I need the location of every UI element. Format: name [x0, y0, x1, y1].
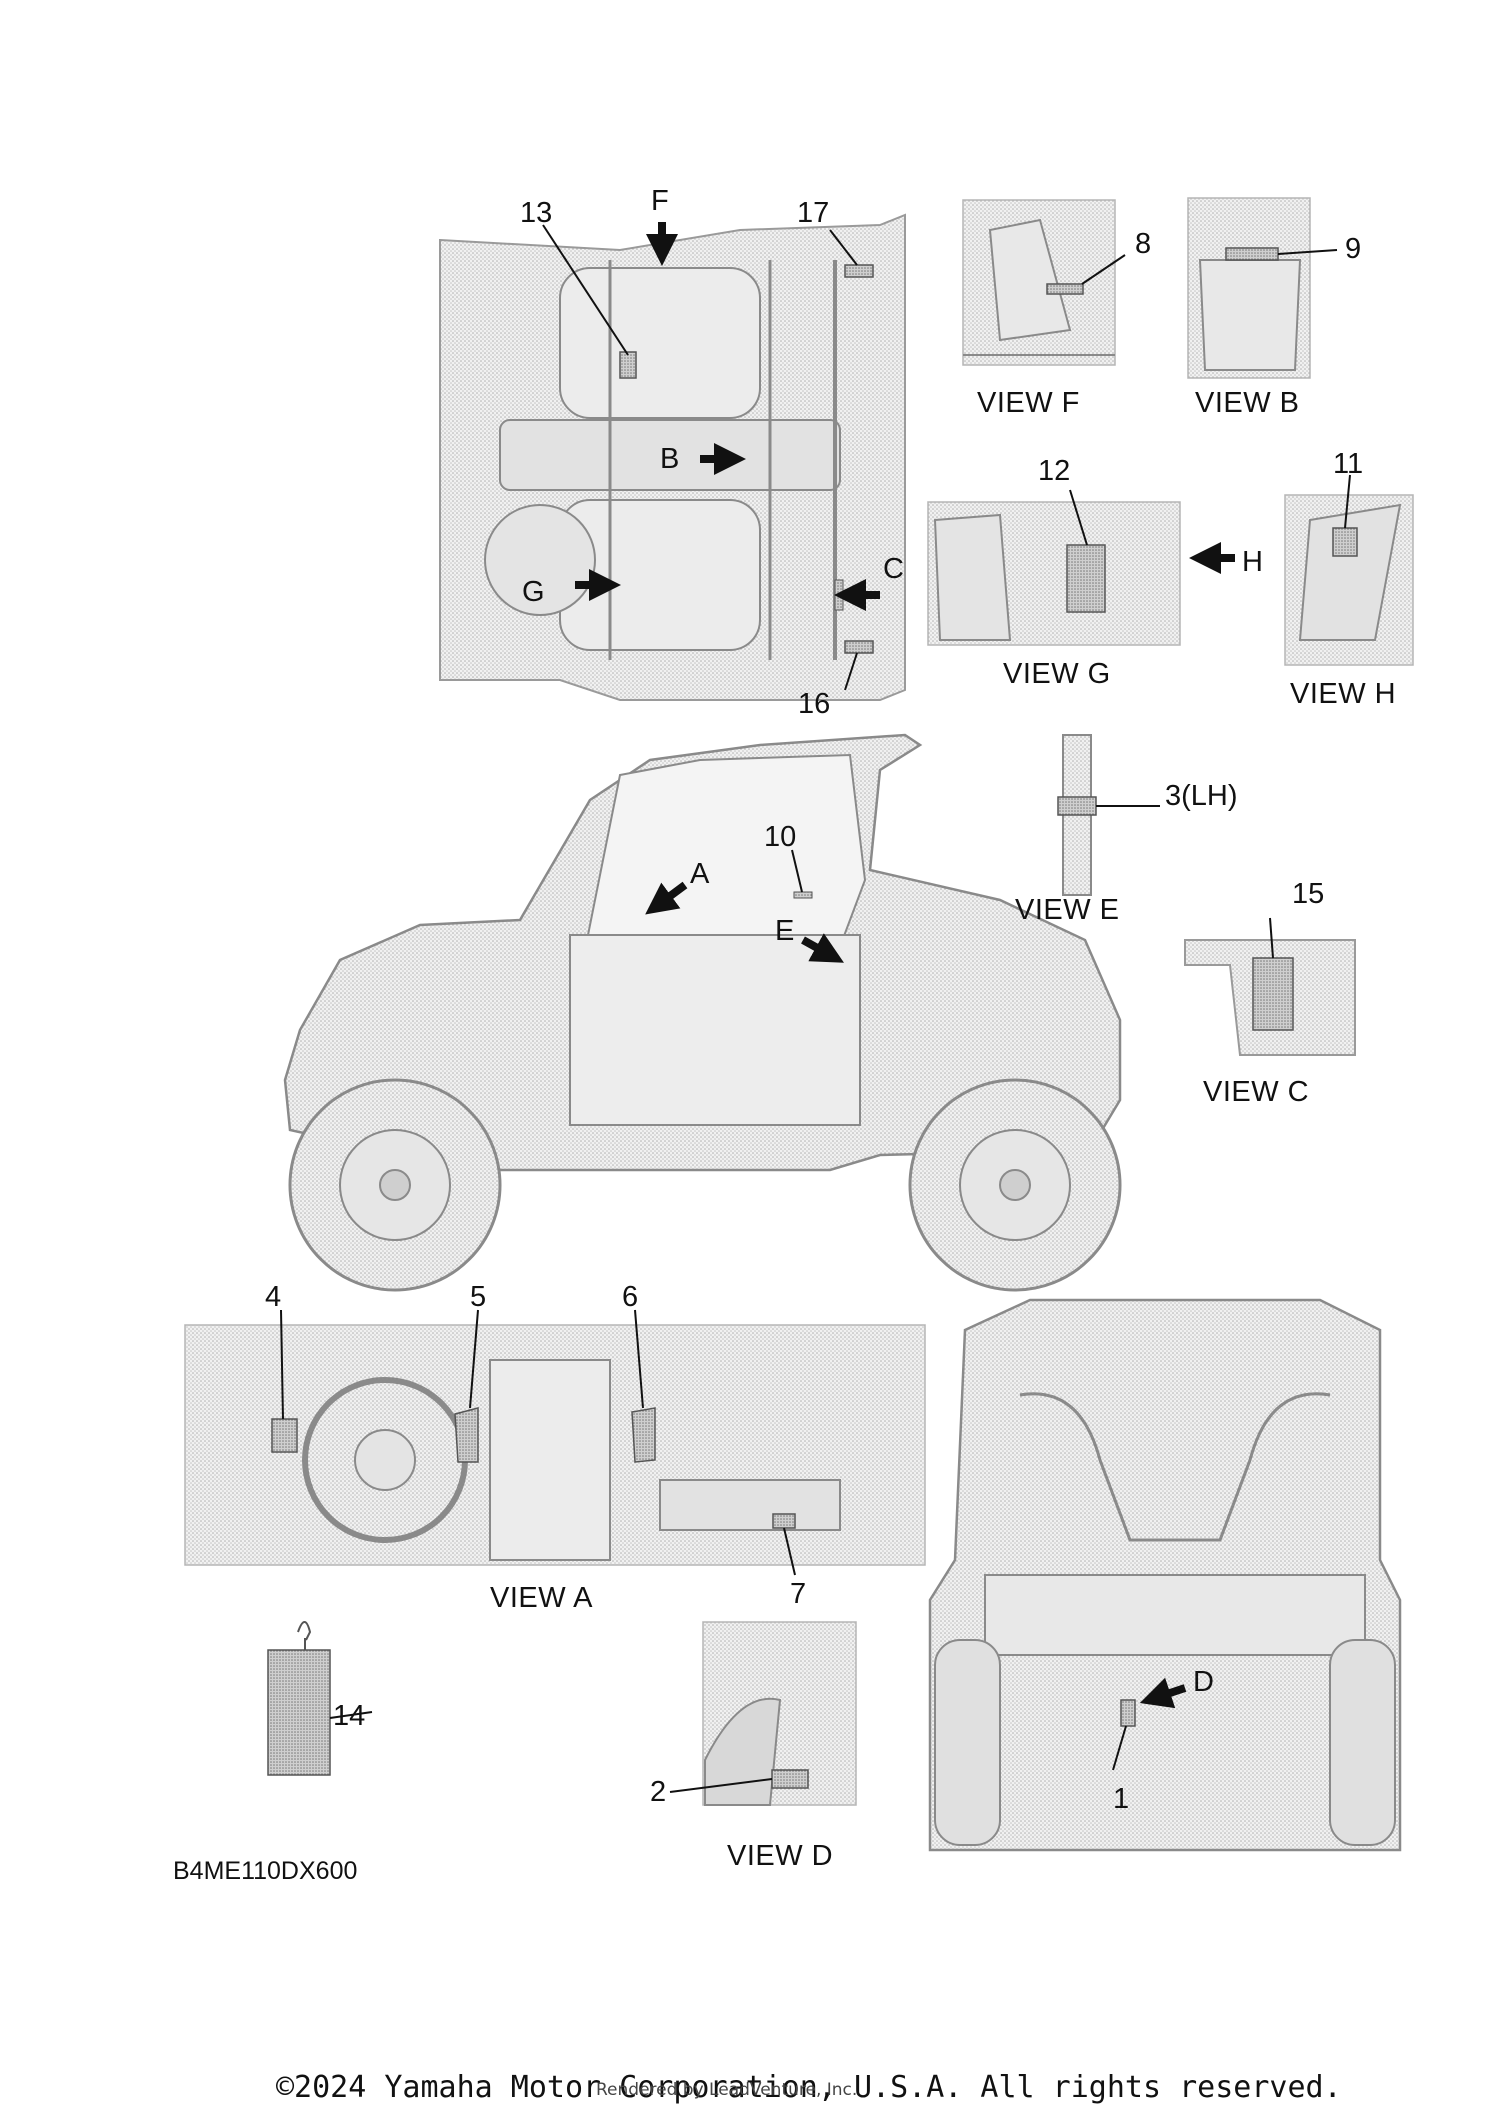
arrow-label-f: F — [651, 185, 669, 217]
callout-3: 3(LH) — [1165, 780, 1238, 812]
callout-9: 9 — [1345, 233, 1362, 265]
arrow-label-h: H — [1242, 546, 1263, 578]
arrow-label-b: B — [660, 443, 680, 475]
callout-12: 12 — [1038, 455, 1071, 487]
view-f-title: VIEW F — [977, 387, 1080, 419]
callout-10: 10 — [764, 821, 797, 853]
view-g-panel — [927, 501, 1181, 646]
callout-2: 2 — [650, 1776, 667, 1808]
view-h-title: VIEW H — [1290, 678, 1397, 710]
callout-8: 8 — [1135, 228, 1152, 260]
callout-6: 6 — [622, 1281, 639, 1313]
copyright-notice: ©2024 Yamaha Motor Corporation, U.S.A. A… — [276, 2070, 1342, 2105]
view-e-title: VIEW E — [1015, 894, 1120, 926]
view-b-title: VIEW B — [1195, 387, 1300, 419]
rendered-by-note: Rendered by LeadVenture, Inc. — [596, 2080, 858, 2100]
side-view-vehicle — [283, 733, 1122, 1292]
callout-14: 14 — [333, 1700, 366, 1732]
arrow-label-c: C — [883, 553, 904, 585]
callout-7: 7 — [790, 1578, 807, 1610]
hang-tag-illustration — [267, 1621, 331, 1776]
view-e-panel — [1057, 734, 1160, 896]
direction-arrows — [575, 222, 1235, 1709]
arrow-label-g: G — [522, 576, 545, 608]
leader-lines — [280, 224, 1351, 1793]
view-f-panel — [962, 199, 1116, 366]
view-g-title: VIEW G — [1003, 658, 1111, 690]
view-b-panel — [1187, 197, 1311, 379]
diagram-code: B4ME110DX600 — [173, 1857, 358, 1885]
callout-15: 15 — [1292, 878, 1325, 910]
callout-1: 1 — [1113, 1783, 1130, 1815]
callout-5: 5 — [470, 1281, 487, 1313]
view-c-title: VIEW C — [1203, 1076, 1310, 1108]
arrow-label-a: A — [690, 858, 710, 890]
view-a-title: VIEW A — [490, 1582, 593, 1614]
callout-17: 17 — [797, 197, 830, 229]
callout-16: 16 — [798, 688, 831, 720]
callout-13: 13 — [520, 197, 553, 229]
callout-4: 4 — [265, 1281, 282, 1313]
arrow-label-d: D — [1193, 1666, 1214, 1698]
view-d-panel — [702, 1621, 857, 1806]
arrow-label-e: E — [775, 915, 795, 947]
view-a-panel — [184, 1324, 926, 1566]
rear-view-vehicle — [928, 1298, 1402, 1852]
callout-11: 11 — [1333, 448, 1364, 480]
view-h-panel — [1284, 494, 1414, 666]
view-c-panel — [1184, 939, 1356, 1056]
view-d-title: VIEW D — [727, 1840, 834, 1872]
